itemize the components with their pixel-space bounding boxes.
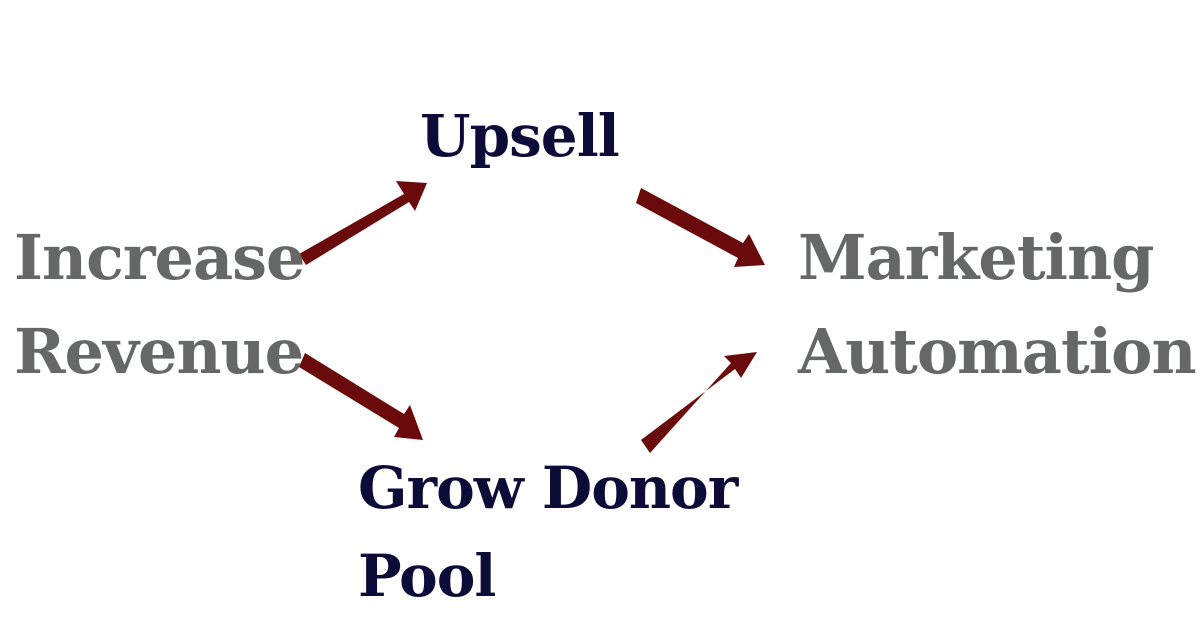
node-increase-revenue: Increase Revenue [14, 211, 305, 399]
node-marketing-automation: Marketing Automation [798, 211, 1197, 399]
node-marketing-line-2: Automation [798, 315, 1197, 388]
node-upsell-line-1: Upsell [420, 102, 620, 170]
arrow-to-grow-icon [299, 353, 423, 440]
arrow-to-upsell-icon [299, 181, 427, 265]
arrow-to-marketing-from-upsell-icon [636, 188, 765, 267]
node-increase-line-1: Increase [14, 221, 305, 294]
arrow-to-marketing-from-grow-icon [641, 352, 757, 453]
node-marketing-line-1: Marketing [798, 221, 1154, 294]
node-increase-line-2: Revenue [14, 315, 304, 388]
node-grow-donor-pool: Grow Donor Pool [358, 444, 738, 620]
node-upsell: Upsell [420, 92, 620, 180]
node-grow-line-1: Grow Donor [358, 454, 738, 522]
node-grow-line-2: Pool [358, 542, 496, 610]
